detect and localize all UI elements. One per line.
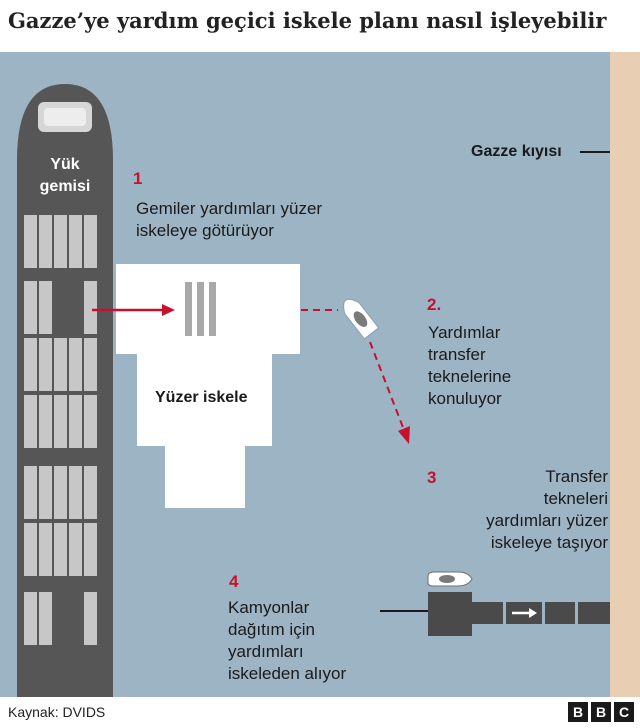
container-block-3 <box>24 395 97 448</box>
container-block-4 <box>24 466 97 576</box>
source-credit: Kaynak: DVIDS <box>8 704 106 720</box>
ship-label: Yük gemisi <box>39 156 91 195</box>
container-block-1 <box>24 215 97 268</box>
diagram-graphic <box>0 52 640 697</box>
container-block-2 <box>24 281 97 391</box>
page-title: Gazze’ye yardım geçici iskele planı nası… <box>8 8 607 33</box>
step-2-text: Yardımlar transfer teknelerine konuluyor <box>428 323 512 408</box>
gaza-shore <box>610 52 640 697</box>
logo-letter: C <box>614 702 634 722</box>
step-1-text: Gemiler yardımları yüzer iskeleye götürü… <box>136 199 323 240</box>
shore-label: Gazze kıyısı <box>471 143 562 160</box>
dashed-route-2 <box>369 341 410 444</box>
arrow-right-icon <box>512 608 537 618</box>
container-block-5 <box>24 592 97 645</box>
step-3-text: Transfer tekneleri yardımları yüzer iske… <box>486 467 608 552</box>
footer: Kaynak: DVIDS B B C <box>0 697 640 728</box>
cargo-ship <box>17 84 113 697</box>
step-3-number: 3 <box>427 468 437 487</box>
causeway <box>380 592 610 636</box>
step-4-number: 4 <box>229 572 239 591</box>
logo-letter: B <box>591 702 611 722</box>
step-2-number: 2. <box>427 295 442 314</box>
step-4-text: Kamyonlar dağıtım için yardımları iskele… <box>228 598 347 683</box>
diagram: Yük gemisi Yüzer iskele Gazze kıyısı 1 G… <box>0 52 640 697</box>
ship-to-pier-arrow <box>92 304 175 316</box>
transfer-boat-icon <box>343 298 380 340</box>
step-1-number: 1 <box>133 169 143 188</box>
docked-boat-icon <box>427 571 473 587</box>
aid-containers-on-pier <box>185 282 216 336</box>
pier-label: Yüzer iskele <box>155 389 248 406</box>
logo-letter: B <box>568 702 588 722</box>
bbc-logo: B B C <box>568 702 634 722</box>
